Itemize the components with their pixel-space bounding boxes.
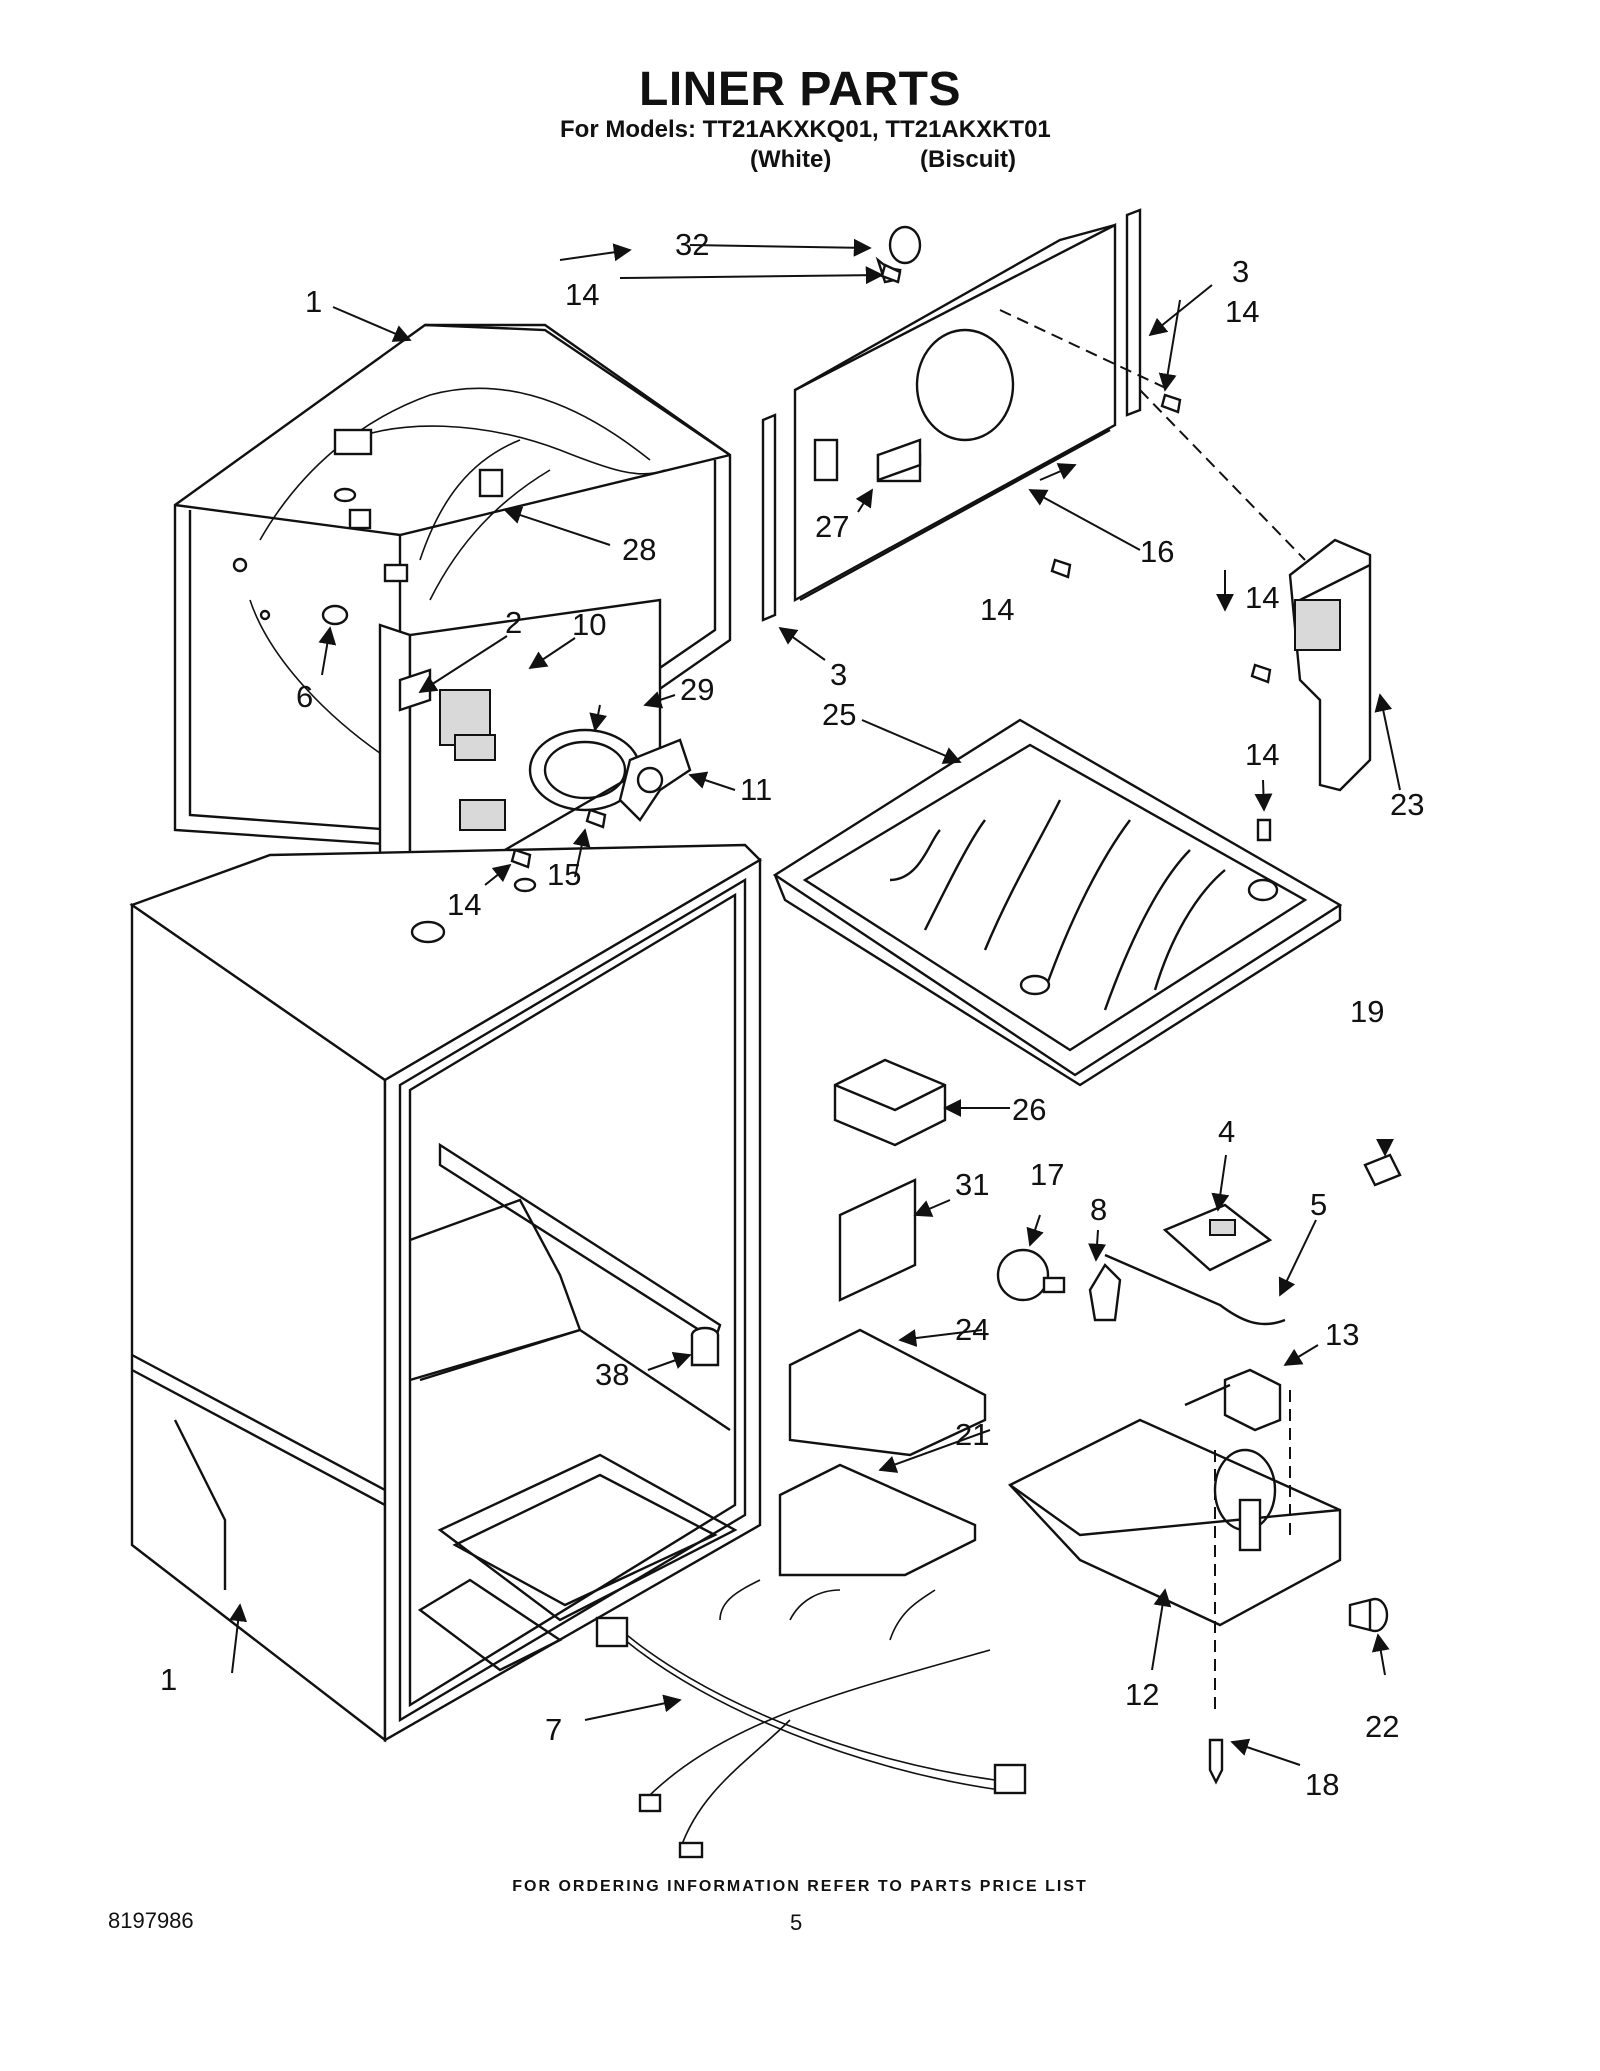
callout-38: 38 bbox=[595, 1357, 629, 1392]
callout-29: 29 bbox=[680, 672, 714, 707]
callout-3-bottom: 3 bbox=[830, 657, 847, 692]
callout-14-e: 14 bbox=[1245, 737, 1279, 772]
callout-24: 24 bbox=[955, 1312, 989, 1347]
callout-2: 2 bbox=[505, 605, 522, 640]
callout-28: 28 bbox=[622, 532, 656, 567]
page-number: 5 bbox=[790, 1910, 803, 1935]
callout-6: 6 bbox=[296, 679, 313, 714]
callout-16: 16 bbox=[1140, 534, 1174, 569]
document-number: 8197986 bbox=[108, 1908, 194, 1933]
callout-1-top: 1 bbox=[305, 284, 322, 319]
callout-3-top: 3 bbox=[1232, 254, 1249, 289]
callout-22: 22 bbox=[1365, 1709, 1399, 1744]
callout-19: 19 bbox=[1350, 994, 1384, 1029]
callout-17: 17 bbox=[1030, 1157, 1064, 1192]
callout-14-a: 14 bbox=[565, 277, 599, 312]
page-title: LINER PARTS bbox=[639, 63, 961, 116]
callout-25: 25 bbox=[822, 697, 856, 732]
callout-18: 18 bbox=[1305, 1767, 1339, 1802]
models-line: For Models: TT21AKXKQ01, TT21AKXKT01 bbox=[560, 116, 1051, 143]
callout-15: 15 bbox=[547, 857, 581, 892]
callout-13: 13 bbox=[1325, 1317, 1359, 1352]
rear-panel bbox=[761, 208, 1306, 622]
air-duct bbox=[1288, 538, 1372, 792]
leader-lines bbox=[229, 238, 1401, 1766]
callout-labels: 1 1 2 3 3 4 5 6 7 8 10 11 12 13 14 14 14… bbox=[160, 227, 1424, 1802]
callout-23: 23 bbox=[1390, 787, 1424, 822]
callout-21: 21 bbox=[955, 1417, 989, 1452]
callout-4: 4 bbox=[1218, 1114, 1235, 1149]
color-white-label: (White) bbox=[750, 146, 832, 173]
callout-12: 12 bbox=[1125, 1677, 1159, 1712]
color-biscuit-label: (Biscuit) bbox=[920, 146, 1016, 173]
callout-26: 26 bbox=[1012, 1092, 1046, 1127]
callout-32: 32 bbox=[675, 227, 709, 262]
callout-7: 7 bbox=[545, 1712, 562, 1747]
callout-14-b: 14 bbox=[1225, 294, 1259, 329]
ordering-info-note: FOR ORDERING INFORMATION REFER TO PARTS … bbox=[512, 1878, 1088, 1895]
callout-31: 31 bbox=[955, 1167, 989, 1202]
callout-10: 10 bbox=[572, 607, 606, 642]
callout-5: 5 bbox=[1310, 1187, 1327, 1222]
callout-14-d: 14 bbox=[1245, 580, 1279, 615]
callout-14-c: 14 bbox=[980, 592, 1014, 627]
callout-27: 27 bbox=[815, 509, 849, 544]
callout-8: 8 bbox=[1090, 1192, 1107, 1227]
crisper-cover-tray bbox=[772, 718, 1343, 1087]
callout-11: 11 bbox=[740, 772, 772, 807]
callout-1-bottom: 1 bbox=[160, 1662, 177, 1697]
fresh-food-liner bbox=[129, 843, 762, 1743]
small-parts bbox=[321, 263, 1402, 1859]
evaporator-cover-assembly bbox=[378, 598, 692, 908]
callout-14-f: 14 bbox=[447, 887, 481, 922]
